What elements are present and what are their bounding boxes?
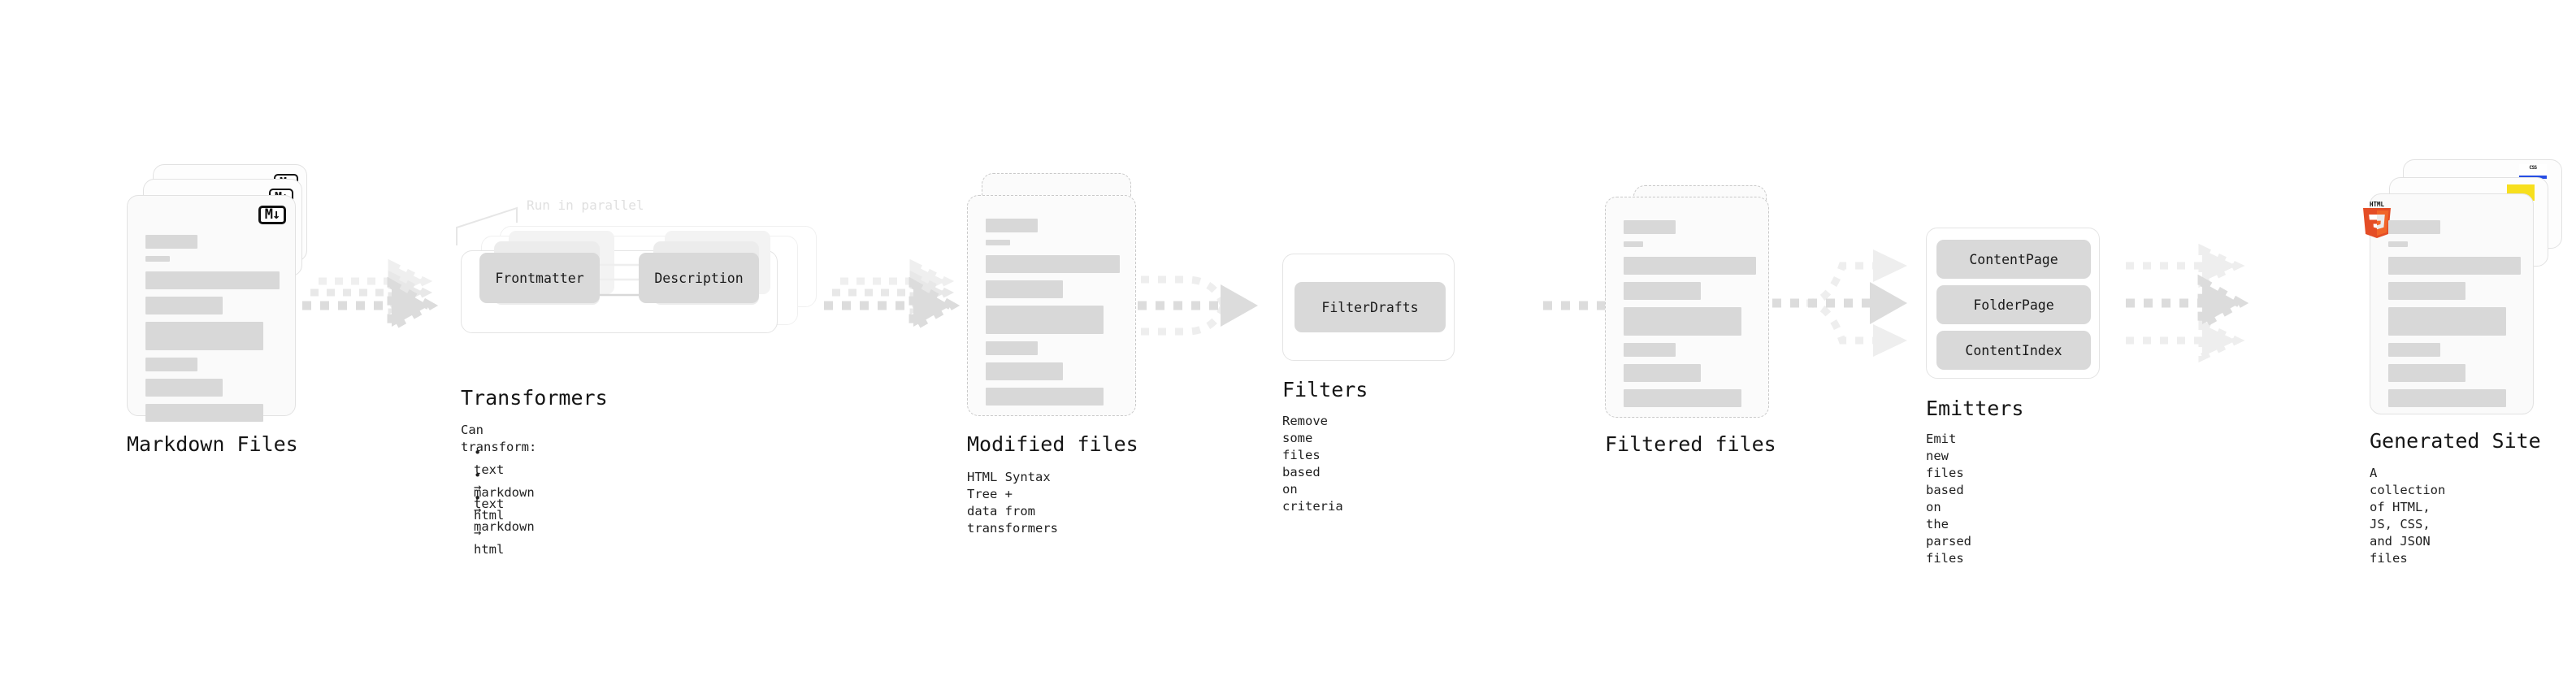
emitter-chip-label: ContentIndex [1965,342,2062,358]
placeholder-bar [1624,364,1701,382]
placeholder-bar [2388,307,2506,336]
modified-card-front[interactable] [967,195,1136,416]
placeholder-bar [2388,364,2465,382]
filtered-card-front[interactable] [1605,197,1769,418]
placeholder-bar [986,362,1063,380]
placeholder-bar [145,358,197,371]
filters-title: Filters [1282,378,1368,401]
filtered-placeholder-lines [1624,220,1756,414]
transformers-bullet-3: • html → html [474,491,505,557]
placeholder-bar [986,306,1104,334]
emitters-group-box: ContentPage FolderPage ContentIndex [1926,228,2100,379]
placeholder-bar [986,255,1120,273]
transformer-chip-description[interactable]: Description [639,253,759,303]
transformers-bullet-2: • markdown → markdown [474,468,535,534]
run-in-parallel-label: Run in parallel [527,197,644,213]
placeholder-bar [1624,257,1756,275]
placeholder-bar [1624,389,1741,407]
filters-subtitle: Remove some files based on criteria [1282,414,1343,514]
conn-emitters-site [2126,243,2249,363]
conn-markdown-transformers [302,258,439,335]
placeholder-bar [2388,343,2440,357]
emitter-chip-contentpage[interactable]: ContentPage [1936,240,2091,279]
markdown-files-title: Markdown Files [127,432,298,456]
modified-placeholder-lines [986,219,1120,413]
placeholder-bar [2388,389,2506,407]
placeholder-bar [145,235,197,249]
placeholder-bar [145,379,223,397]
emitter-chip-folderpage[interactable]: FolderPage [1936,285,2091,324]
placeholder-bar [2388,241,2408,247]
site-placeholder-lines [2388,220,2521,414]
markdown-card-front[interactable]: M↓ [127,195,296,422]
placeholder-bar [1624,241,1643,247]
markdown-badge-text: M [264,206,273,223]
run-in-parallel-bracket [456,206,518,245]
html5-badge: HTML [2361,201,2393,238]
filtered-files-title: Filtered files [1605,432,1776,456]
emitter-chip-label: FolderPage [1973,297,2054,313]
placeholder-bar [145,404,263,422]
placeholder-bar [986,240,1010,245]
emitters-subtitle: Emit new files based on the parsed files [1926,432,1971,566]
emitter-chip-label: ContentPage [1969,251,2058,267]
markdown-badge-front: M↓ [258,206,286,224]
conn-filtered-emitters [1772,249,1907,357]
placeholder-bar [2388,220,2440,234]
modified-files-subtitle: HTML Syntax Tree + data from transformer… [967,470,1058,536]
placeholder-bar [2388,282,2465,300]
markdown-badge-arrow-icon: ↓ [272,206,280,223]
placeholder-bar [145,271,280,289]
placeholder-bar [1624,220,1676,234]
transformer-chip-label: Description [654,270,744,286]
generated-site-title: Generated Site [2370,429,2541,453]
filters-group-box: FilterDrafts [1282,254,1455,361]
placeholder-bar [2388,257,2521,275]
placeholder-bar [986,219,1038,232]
transformer-chip-label: Frontmatter [495,270,584,286]
emitters-title: Emitters [1926,397,2024,420]
markdown-placeholder-lines [145,235,280,429]
placeholder-bar [1624,307,1741,336]
placeholder-bar [986,388,1104,406]
placeholder-bar [986,341,1038,355]
conn-transformers-modified [824,258,961,335]
placeholder-bar [1624,343,1676,357]
modified-files-title: Modified files [967,432,1138,456]
emitter-chip-contentindex[interactable]: ContentIndex [1936,331,2091,370]
css-badge-label: CSS [2529,165,2537,171]
transformer-chip-frontmatter[interactable]: Frontmatter [479,253,600,303]
transformers-group-box: Frontmatter Description [461,231,778,333]
placeholder-bar [145,256,170,262]
transformers-title: Transformers [461,386,608,410]
conn-modified-filters [1138,275,1258,336]
placeholder-bar [145,297,223,314]
placeholder-bar [145,322,263,350]
transformers-bullet-1: • text → text [474,445,505,511]
filter-chip-filterdrafts[interactable]: FilterDrafts [1295,282,1446,332]
generated-site-subtitle: A collection of HTML, JS, CSS, and JSON … [2370,466,2446,566]
filter-chip-label: FilterDrafts [1321,299,1419,315]
site-card-front[interactable]: HTML [2363,193,2534,414]
transformers-subtitle: Can transform: [461,423,537,454]
placeholder-bar [986,280,1063,298]
html5-wordmark: HTML [2369,201,2385,208]
placeholder-bar [1624,282,1701,300]
